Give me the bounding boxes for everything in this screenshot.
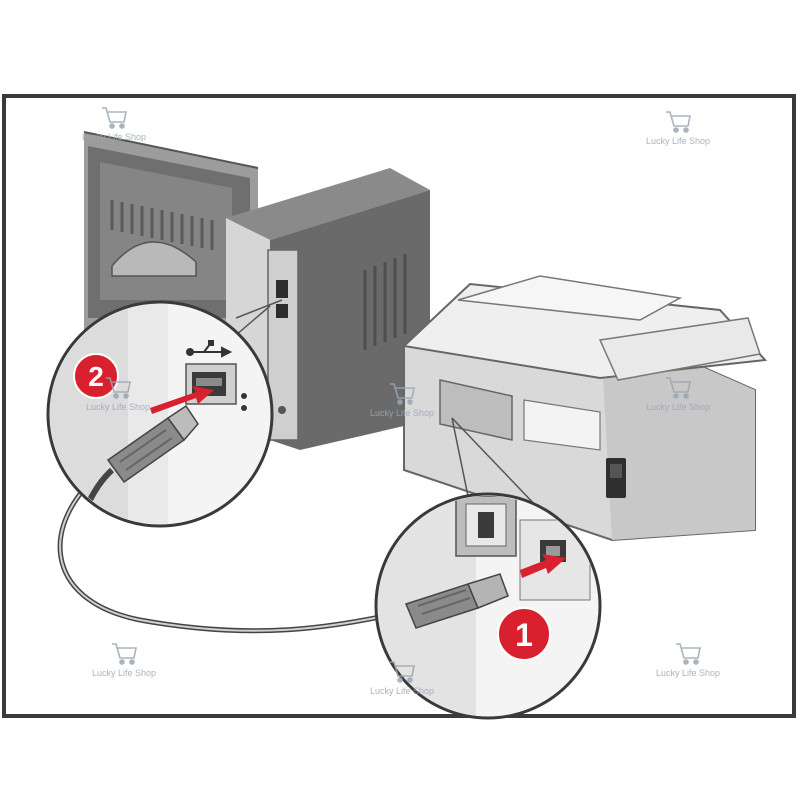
watermark: Lucky Life Shop bbox=[646, 377, 710, 412]
shopping-cart-icon bbox=[112, 643, 137, 665]
svg-text:2: 2 bbox=[88, 361, 104, 392]
step-badge-1: 1 bbox=[497, 607, 551, 661]
watermark-text: Lucky Life Shop bbox=[656, 668, 720, 678]
shopping-cart-icon bbox=[666, 377, 691, 399]
watermark: Lucky Life Shop bbox=[92, 643, 156, 678]
shopping-cart-icon bbox=[106, 377, 131, 399]
tower-usb-port bbox=[276, 280, 288, 298]
shopping-cart-icon bbox=[390, 661, 415, 683]
watermark-text: Lucky Life Shop bbox=[92, 668, 156, 678]
insert-arrow-computer bbox=[150, 386, 214, 414]
shopping-cart-icon bbox=[676, 643, 701, 665]
insert-arrow-printer bbox=[520, 554, 566, 578]
watermark: Lucky Life Shop bbox=[370, 383, 434, 418]
usb-plug-computer bbox=[106, 404, 199, 484]
shopping-cart-icon bbox=[666, 111, 691, 133]
printer bbox=[401, 275, 768, 542]
watermark: Lucky Life Shop bbox=[656, 643, 720, 678]
watermark-text: Lucky Life Shop bbox=[646, 136, 710, 146]
watermark: Lucky Life Shop bbox=[86, 377, 150, 412]
step-badge-2: 2 bbox=[73, 353, 119, 399]
watermark-text: Lucky Life Shop bbox=[646, 402, 710, 412]
computer-monitor bbox=[83, 131, 259, 330]
watermark: Lucky Life Shop bbox=[370, 661, 434, 696]
watermark: Lucky Life Shop bbox=[82, 107, 146, 142]
shopping-cart-icon bbox=[390, 383, 415, 405]
svg-text:1: 1 bbox=[515, 617, 533, 653]
watermark-text: Lucky Life Shop bbox=[370, 408, 434, 418]
watermark-text: Lucky Life Shop bbox=[370, 686, 434, 696]
watermark: Lucky Life Shop bbox=[646, 111, 710, 146]
watermark-text: Lucky Life Shop bbox=[86, 402, 150, 412]
shopping-cart-icon bbox=[102, 107, 127, 129]
zoom-callout-printer bbox=[374, 492, 602, 720]
usb-symbol-icon bbox=[186, 340, 233, 358]
usb-plug-printer bbox=[404, 573, 509, 629]
computer-tower bbox=[226, 168, 430, 450]
watermark-text: Lucky Life Shop bbox=[82, 132, 146, 142]
